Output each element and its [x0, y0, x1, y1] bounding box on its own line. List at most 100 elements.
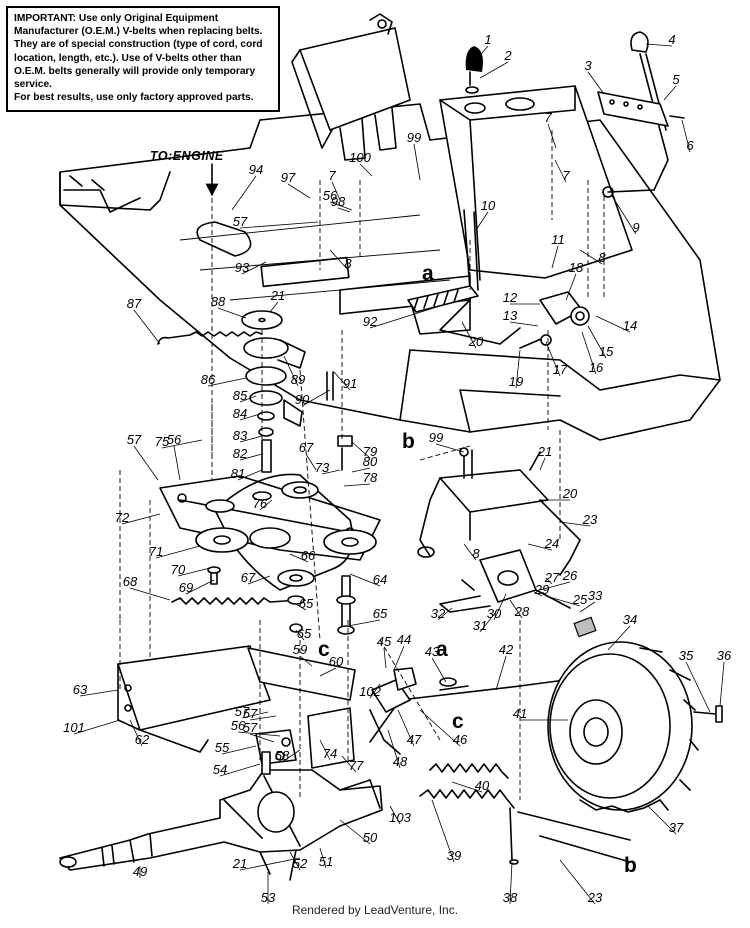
callout-leader [719, 661, 725, 707]
callout-leader [161, 439, 203, 449]
springs [157, 331, 515, 809]
callout-leader [221, 745, 257, 755]
part-callout: 72 [115, 510, 130, 525]
callout-leader [463, 543, 477, 561]
callout-leader [647, 805, 677, 835]
reference-letter: c [318, 638, 330, 661]
callout-leader [239, 453, 263, 461]
callout-leader [479, 611, 497, 633]
callout-leader [607, 625, 631, 651]
part-callout: 4 [668, 32, 675, 47]
part-callout: 70 [171, 562, 186, 577]
callout-leader [347, 619, 381, 627]
callout-leader [295, 629, 305, 641]
pulley-assembly [159, 473, 381, 591]
part-callout: 36 [717, 648, 732, 663]
control-rod [369, 659, 601, 755]
part-callout: 99 [429, 430, 443, 445]
part-callout: 35 [679, 648, 694, 663]
leader-lines [73, 43, 725, 905]
part-callout: 63 [73, 682, 88, 697]
part-callout: 103 [389, 810, 411, 825]
callout-leader [249, 715, 277, 721]
part-callout: 17 [553, 362, 568, 377]
callout-leader [369, 683, 381, 699]
part-callout: 29 [534, 582, 549, 597]
part-callout: 82 [233, 446, 248, 461]
callout-leader [337, 207, 351, 213]
notice-line: O.E.M. belts generally will provide only… [14, 65, 256, 77]
part-callout: 7 [544, 110, 552, 125]
part-callout: 8 [344, 256, 352, 271]
part-callout: 98 [331, 194, 346, 209]
part-callout: 94 [249, 162, 263, 177]
idler-stack [207, 566, 356, 635]
part-callout: 85 [233, 388, 248, 403]
callout-leader [287, 183, 311, 199]
part-callout: 25 [572, 592, 588, 607]
footer-credit: Rendered by LeadVenture, Inc. [291, 903, 459, 917]
throttle-lever [597, 31, 685, 198]
part-callout: 12 [503, 290, 518, 305]
callout-leader [329, 201, 353, 211]
callout-leader [359, 163, 373, 177]
part-callout: 84 [233, 406, 247, 421]
callout-leader [539, 581, 571, 591]
part-callout: 19 [509, 374, 523, 389]
callout-leader [533, 591, 543, 597]
part-callout: 62 [135, 732, 150, 747]
part-callout: 24 [544, 536, 559, 551]
callout-leader [509, 861, 513, 905]
callout-leader [509, 321, 539, 327]
notice-line: location, length, etc.). Use of V-belts … [14, 52, 242, 64]
callout-leader [435, 443, 465, 453]
reference-letter: a [422, 262, 434, 285]
reference-letter: a [436, 638, 448, 661]
callout-leader [383, 647, 387, 669]
part-callout: 45 [377, 634, 392, 649]
callout-leader [461, 321, 477, 349]
callout-leader [387, 729, 401, 769]
reference-letter: c [452, 710, 464, 733]
callout-leader [259, 499, 273, 511]
part-callout: 10 [481, 198, 496, 213]
part-callout: 69 [179, 580, 193, 595]
callout-leader [559, 521, 591, 527]
part-callout: 57 [243, 706, 258, 721]
callout-leader [479, 61, 509, 79]
part-callout: 56 [167, 432, 182, 447]
callout-leader [155, 545, 201, 559]
callout-leader [79, 689, 119, 697]
part-callout: 6 [686, 138, 694, 153]
callout-leader [295, 603, 307, 611]
callout-leader [177, 567, 211, 577]
callout-leader [349, 573, 381, 587]
part-callout: 27 [544, 570, 560, 585]
part-callout: 11 [551, 232, 565, 247]
callout-leader [685, 661, 711, 713]
part-callout: 1 [484, 32, 491, 47]
callout-leader [129, 719, 143, 747]
callout-leader [289, 553, 309, 563]
part-callout: 23 [582, 512, 598, 527]
part-callout: 66 [301, 548, 316, 563]
part-callout: 67 [299, 440, 314, 455]
part-callout: 65 [297, 626, 312, 641]
part-callout: 86 [201, 372, 216, 387]
part-callout: 37 [669, 820, 684, 835]
callout-leader [343, 483, 371, 487]
part-callout: 21 [537, 444, 552, 459]
notice-line: Manufacturer (O.E.M.) V-belts when repla… [14, 26, 263, 38]
part-callout: 42 [499, 642, 514, 657]
callout-leader [269, 301, 279, 313]
callout-leader [495, 655, 507, 691]
callout-leader [185, 579, 215, 595]
part-callout: 2 [503, 48, 512, 63]
part-callout: 67 [241, 570, 256, 585]
part-callout: 57 [127, 432, 142, 447]
callout-leader [595, 315, 631, 333]
callout-leader [475, 45, 489, 61]
part-callout: 78 [363, 470, 378, 485]
